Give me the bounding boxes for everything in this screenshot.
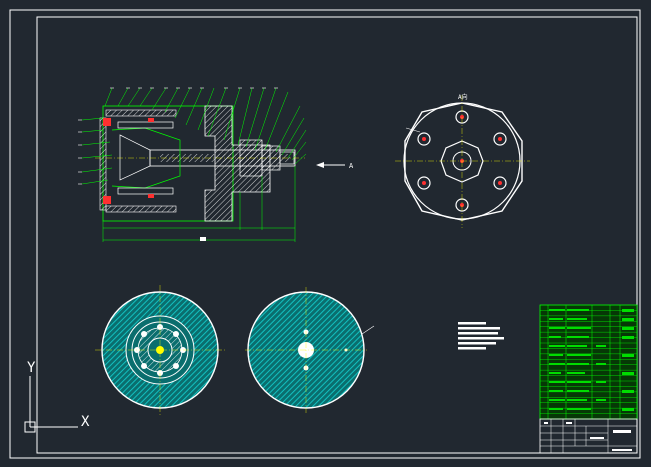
ucs-icon — [24, 376, 78, 433]
top-view-title: A向 — [458, 93, 468, 101]
bottom-left-view[interactable] — [95, 285, 225, 415]
parts-list-entries — [549, 309, 634, 411]
technical-notes — [458, 322, 504, 350]
ucs-x-label: X — [81, 414, 90, 430]
parts-list-table[interactable] — [539, 304, 638, 420]
section-view[interactable] — [95, 105, 305, 242]
section-view-leaders — [81, 87, 307, 185]
ucs-y-label: Y — [27, 360, 36, 376]
view-direction-label: A — [349, 162, 354, 170]
view-direction-arrow — [316, 162, 345, 168]
bottom-middle-view[interactable] — [245, 287, 375, 413]
balloon-number-ticks — [78, 87, 278, 185]
outer-frame — [9, 9, 641, 459]
top-view[interactable] — [395, 95, 530, 228]
inner-frame — [36, 16, 638, 454]
title-block[interactable] — [539, 418, 638, 454]
inner-holes — [134, 324, 186, 376]
